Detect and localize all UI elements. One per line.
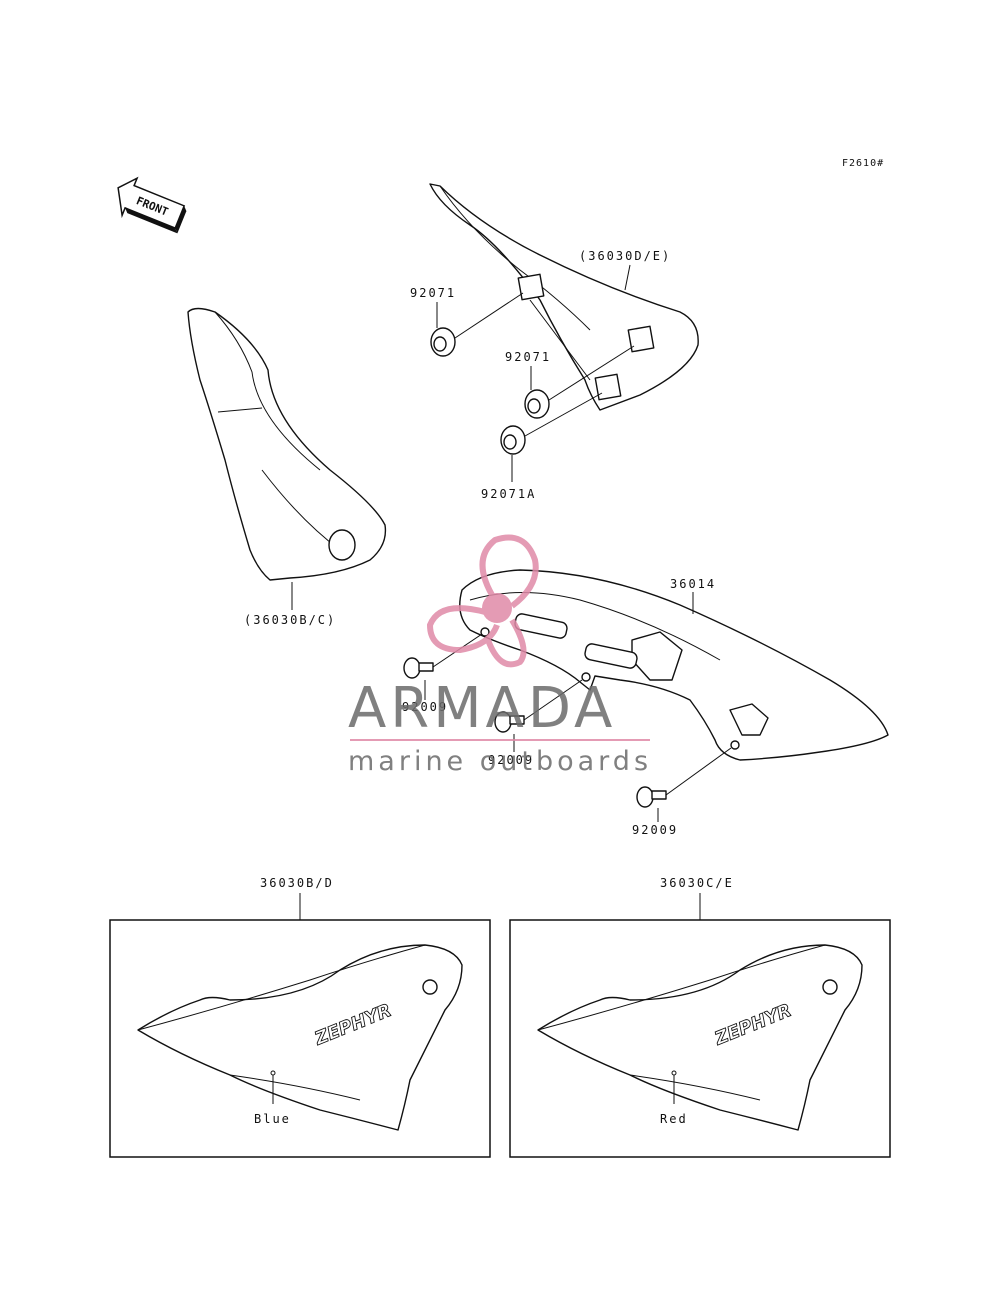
left-side-cover bbox=[187, 307, 387, 581]
watermark: ARMADA marine outboards bbox=[348, 534, 652, 777]
watermark-brand: ARMADA bbox=[348, 676, 616, 741]
grommet-top bbox=[430, 327, 456, 357]
callout-cover-left: (36030B/C) bbox=[244, 613, 336, 627]
chain-cover bbox=[459, 569, 889, 761]
callout-cover-right: (36030D/E) bbox=[579, 249, 671, 263]
variant-color-label: Blue bbox=[254, 1112, 291, 1126]
variant-panel-blue: 36030B/D ZEPHYR Blue bbox=[109, 876, 491, 1158]
bolt-left bbox=[403, 657, 434, 679]
callout-grommet-mid: 92071 bbox=[505, 350, 551, 364]
bolt-right bbox=[636, 786, 667, 808]
variant-panel-red: 36030C/E ZEPHYR Red bbox=[509, 876, 891, 1158]
callout-bolt-mid: 92009 bbox=[488, 753, 534, 767]
callout-bolt-left: 92009 bbox=[402, 700, 448, 714]
figure-code: F2610# bbox=[842, 158, 884, 169]
grommet-a bbox=[500, 425, 526, 455]
grommet-mid bbox=[524, 389, 550, 419]
variant-part-number: 36030B/D bbox=[260, 876, 334, 890]
right-side-cover bbox=[429, 183, 699, 411]
callout-bolt-right: 92009 bbox=[632, 823, 678, 837]
variant-color-label: Red bbox=[660, 1112, 688, 1126]
callout-chain-cover: 36014 bbox=[670, 577, 716, 591]
callout-grommet-a: 92071A bbox=[481, 487, 536, 501]
callout-grommet-top: 92071 bbox=[410, 286, 456, 300]
bolt-mid bbox=[494, 711, 525, 733]
variant-part-number: 36030C/E bbox=[660, 876, 734, 890]
propeller-logo-icon bbox=[426, 534, 539, 668]
front-arrow-icon: FRONT bbox=[117, 176, 187, 234]
watermark-tagline: marine outboards bbox=[348, 746, 652, 777]
